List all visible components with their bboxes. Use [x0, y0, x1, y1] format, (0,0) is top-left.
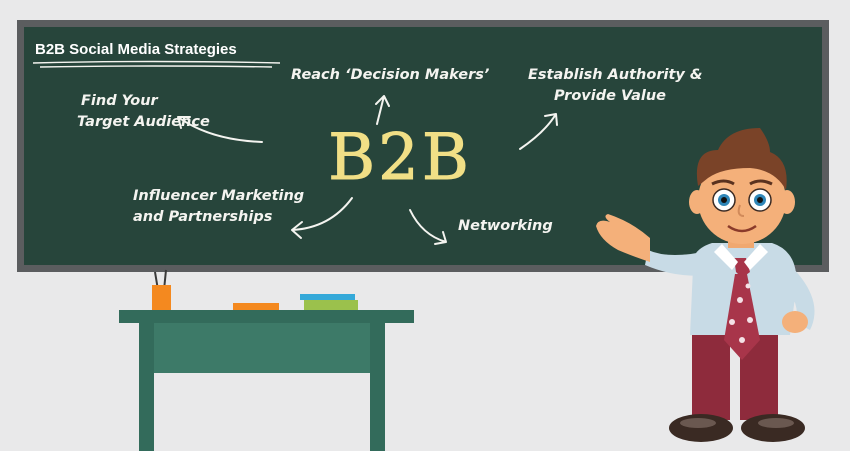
title-underline	[32, 60, 281, 68]
influencer-label: Influencer Marketing and Partnerships	[133, 186, 304, 228]
book-blue	[300, 294, 355, 300]
arrow-to-influencer	[291, 197, 353, 239]
authority-line-1: Establish Authority &	[528, 67, 703, 83]
arrow-to-networking	[409, 209, 447, 245]
find-audience-label: Find Your Target Audience	[77, 91, 210, 133]
decision-makers-label: Reach ‘Decision Makers’	[291, 67, 490, 83]
find-audience-line-2: Target Audience	[77, 114, 210, 130]
pencil-cup	[152, 269, 171, 310]
arrow-to-audience	[177, 116, 263, 143]
influencer-line-2: and Partnerships	[133, 209, 273, 225]
find-audience-line-1: Find Your	[81, 93, 158, 109]
authority-label: Establish Authority & Provide Value	[528, 65, 703, 107]
influencer-line-1: Influencer Marketing	[133, 188, 305, 204]
networking-label: Networking	[458, 218, 553, 234]
b2b-center-text: B2B	[328, 121, 472, 196]
book-green	[304, 300, 358, 310]
arrow-to-authority	[519, 113, 558, 150]
teacher-desk	[119, 310, 414, 451]
arrow-to-decision-makers	[375, 95, 390, 125]
teacher-character	[596, 128, 815, 442]
board-title: B2B Social Media Strategies	[35, 41, 237, 58]
book-orange	[233, 303, 279, 310]
authority-line-2: Provide Value	[554, 88, 666, 104]
